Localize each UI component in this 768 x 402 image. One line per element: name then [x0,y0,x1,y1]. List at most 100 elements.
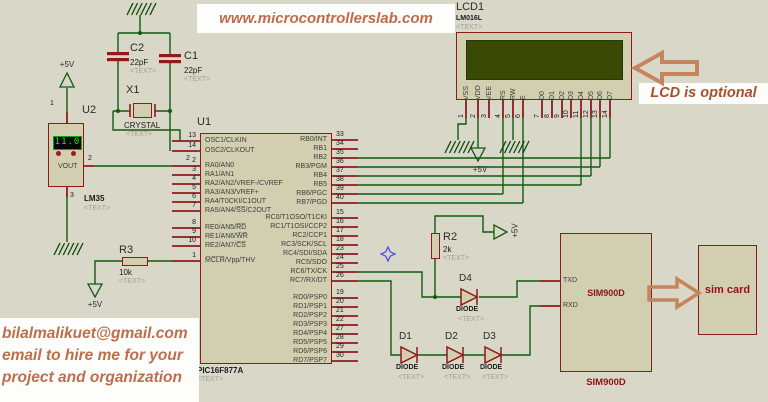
pic-ra0-pin-num: 2 [186,155,190,162]
lcd-pin-d4-label: D4 [578,91,585,100]
pic-pin-30-label: RD7/PSP7 [293,357,327,364]
lcd-pin-13-num: 13 [592,110,599,118]
pic-pin-1-num: 1 [192,252,196,259]
sim900d-body[interactable] [560,233,652,372]
pic-pin-16-num: 16 [336,218,344,225]
diode-d1-symbol [400,345,419,365]
pic-pin-25-label: RC6/TX/CK [290,268,327,275]
pic-pin-18-num: 18 [336,236,344,243]
lcd-pin-d3-label: D3 [568,91,575,100]
lm35-ref: U2 [82,104,97,116]
pic-pin-38-label: RB5 [313,181,327,188]
plus5v-label-r3: +5V [87,300,103,309]
r3-value: 10k [119,268,132,277]
sim900d-below-label: SIM900D [586,377,626,388]
lcd-optional-banner: LCD is optional [639,83,768,104]
lcd-pin-2-num: 2 [470,114,477,118]
plus5v-arrow-down-lcd [469,147,487,163]
pic-pin-35-label: RB2 [313,154,327,161]
pic-pin-13-label: OSC1/CLKIN [205,137,247,144]
plus5v-label-lm35: +5V [59,60,75,69]
pic-pin-9-label: RE1/AN6/W̅R̅ [205,233,248,240]
capacitor-plates [107,52,181,64]
pic-pin-15-label: RC0/T1OSO/T1CKI [265,214,327,221]
lm35-body[interactable] [48,123,84,187]
pic-pin-4-label: RA2/AN2/VREF-/CVREF [205,180,283,187]
sim-card-body[interactable] [698,245,757,335]
lcd-pin-6-num: 6 [515,114,522,118]
pic-pin-15-num: 15 [336,209,344,216]
lcd-pin-d0-label: D0 [539,91,546,100]
lcd-pin-d6-label: D6 [597,91,604,100]
pic-pin-29-label: RD6/PSP6 [293,348,327,355]
c1-ref: C1 [184,50,199,62]
watermark-banner: www.microcontrollerslab.com [197,4,455,33]
pic-pin-3-label: RA1/AN1 [205,171,235,178]
pic-pin-27-num: 27 [336,325,344,332]
pic-pin-29-num: 29 [336,343,344,350]
d3-text-placeholder: <TEXT> [482,374,509,381]
r2-value: 2k [443,245,452,254]
pic-pin-8-num: 8 [192,219,196,226]
lcd-screen [466,40,623,80]
pic-pin-4-num: 4 [192,175,196,182]
lcd-text-placeholder: <TEXT> [456,24,483,31]
pic-pin-28-num: 28 [336,334,344,341]
sim900d-txd-label: TXD [563,277,577,284]
watermark-text: www.microcontrollerslab.com [219,10,433,27]
pic-ref: U1 [197,116,212,128]
pic-pin-26-label: RC7/RX/DT [290,277,327,284]
lcd-pin-vdd-label: VDD [475,85,482,100]
pic-pin-23-num: 23 [336,245,344,252]
lcd-pin-rs-label: RS [500,90,507,100]
pic-pin-7-num: 7 [192,202,196,209]
diode-symbols[interactable] [400,287,503,365]
lm35-knob-right [71,151,76,156]
pic-pin-24-label: RC5/SDO [295,259,327,266]
pic-pin-30-num: 30 [336,352,344,359]
lm35-display: 11.0 [53,136,82,150]
lcd-pin-d1-label: D1 [549,91,556,100]
ground-symbols [53,2,530,256]
pic-pin-6-label: RA4/T0CKI/C1OUT [205,198,267,205]
lcd-pin-vee-label: VEE [486,85,493,100]
lcd-pin-4-num: 4 [495,114,502,118]
r3-body[interactable] [122,257,148,266]
pic16f877a-body[interactable] [200,133,332,364]
lcd-pin-7-num: 7 [534,114,541,118]
diode-d4-symbol [460,287,479,307]
lcd-pin-14-num: 14 [602,110,609,118]
r2-text-placeholder: <TEXT> [443,255,470,262]
crystal-ref: X1 [126,84,140,96]
pic-pin-20-num: 20 [336,298,344,305]
pic-pin-9-num: 9 [192,228,196,235]
pic-pin-14-num: 14 [188,142,196,149]
lcd-pin-d7-label: D7 [607,91,614,100]
pic-pin-24-num: 24 [336,254,344,261]
plus5v-arrow-up-lm35 [58,71,76,88]
r2-ref: R2 [443,231,458,243]
green-wires [66,15,611,356]
r3-ref: R3 [119,244,134,256]
lm35-text-placeholder: <TEXT> [84,205,111,212]
pic-pin-14-label: OSC2/CLKOUT [205,147,255,154]
promo-line3: project and organization [2,369,182,386]
pic-pin-22-label: RD3/PSP3 [293,321,327,328]
crystal-text-placeholder: <TEXT> [126,131,153,138]
pic-pin-28-label: RD5/PSP5 [293,339,327,346]
c1-value: 22pF [184,66,203,75]
pic-pin-16-label: RC1/T1OSI/CCP2 [270,223,327,230]
crystal-body[interactable] [133,103,152,118]
lm35-pin2-num: 2 [88,155,92,162]
pic-pin-39-num: 39 [336,185,344,192]
lcd-pin-11-num: 11 [573,110,580,118]
pic-pin-23-label: RC4/SDI/SDA [283,250,327,257]
pic-pin-22-num: 22 [336,316,344,323]
lcd-optional-text: LCD is optional [650,85,757,101]
pic-pin-21-num: 21 [336,307,344,314]
sim900d-inside-label: SIM900D [587,288,625,298]
plus5v-arrow-right-r2 [493,223,509,241]
d1-ref: D1 [399,331,412,342]
